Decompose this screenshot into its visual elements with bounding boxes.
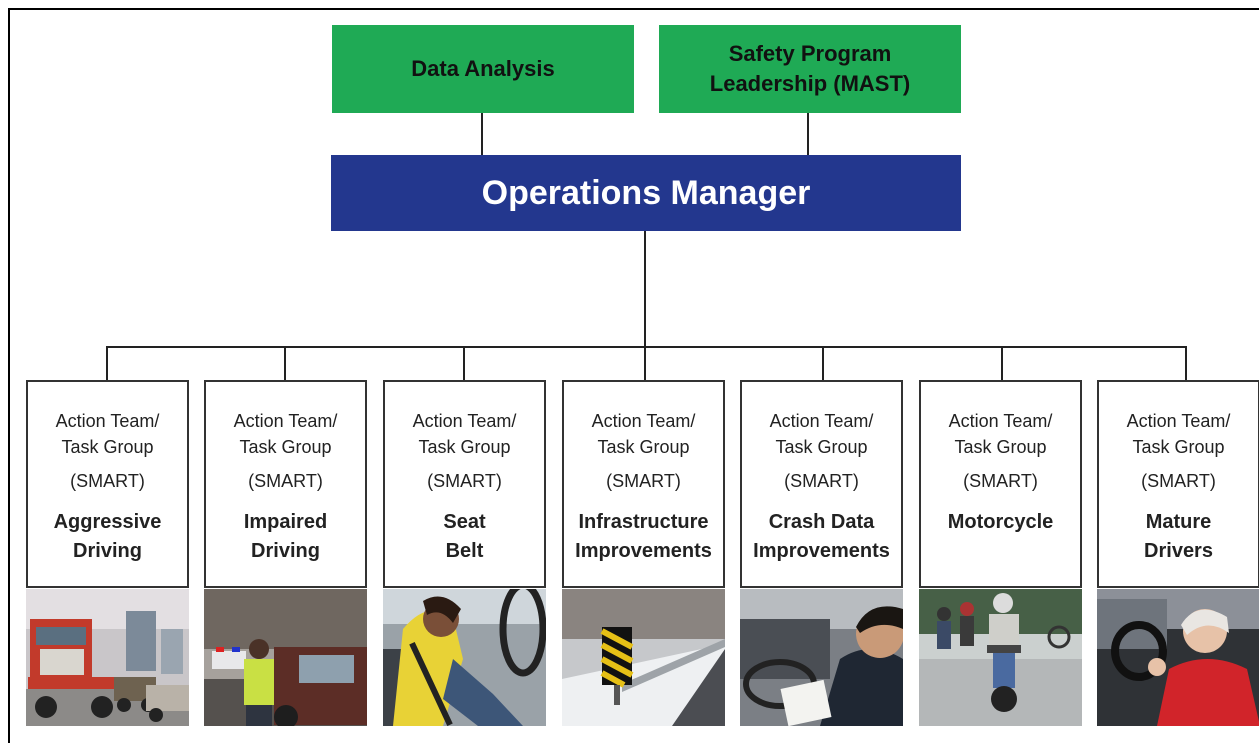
connector-drop bbox=[822, 346, 824, 380]
team-label-line1: Action Team/ bbox=[233, 411, 338, 431]
team-label-line1: Action Team/ bbox=[591, 411, 696, 431]
team-name-line2: Improvements bbox=[575, 540, 712, 562]
connector-bus bbox=[106, 346, 1187, 348]
connector-trunk bbox=[644, 231, 646, 347]
operations-manager-box: Operations Manager bbox=[331, 155, 961, 231]
photo-semi-truck bbox=[26, 589, 189, 726]
team-smart-label: (SMART) bbox=[784, 471, 859, 491]
photo-motorcycle-riders bbox=[919, 589, 1082, 726]
team-label-line1: Action Team/ bbox=[769, 411, 874, 431]
connector-safety-program bbox=[807, 113, 809, 155]
team-name-line1: Seat bbox=[443, 511, 486, 533]
team-smart-label: (SMART) bbox=[1141, 471, 1216, 491]
team-label-line2: Task Group bbox=[954, 437, 1047, 457]
team-name-line2: Drivers bbox=[1144, 540, 1213, 562]
team-name-line2: Belt bbox=[445, 540, 484, 562]
connector-drop bbox=[284, 346, 286, 380]
connector-data-analysis bbox=[481, 113, 483, 155]
connector-drop bbox=[1001, 346, 1003, 380]
team-name-line1: Mature bbox=[1145, 511, 1212, 533]
team-box-infrastructure-improvements: Action Team/Task Group (SMART) Infrastru… bbox=[562, 380, 725, 588]
team-label-line2: Task Group bbox=[61, 437, 154, 457]
team-label-line1: Action Team/ bbox=[948, 411, 1053, 431]
safety-program-box: Safety Program Leadership (MAST) bbox=[659, 25, 961, 113]
team-label-line1: Action Team/ bbox=[412, 411, 517, 431]
team-name-line1: Crash Data bbox=[768, 511, 875, 533]
team-label-line2: Task Group bbox=[418, 437, 511, 457]
team-name-line1: Motorcycle bbox=[947, 511, 1054, 533]
team-smart-label: (SMART) bbox=[606, 471, 681, 491]
team-box-motorcycle: Action Team/Task Group (SMART) Motorcycl… bbox=[919, 380, 1082, 588]
team-name-line1: Infrastructure bbox=[578, 511, 709, 533]
team-name-line2: Driving bbox=[73, 540, 142, 562]
photo-seat-belt bbox=[383, 589, 546, 726]
connector-drop bbox=[644, 346, 646, 380]
team-name-line2: Driving bbox=[251, 540, 320, 562]
data-analysis-label: Data Analysis bbox=[411, 56, 555, 81]
team-smart-label: (SMART) bbox=[963, 471, 1038, 491]
team-label-line2: Task Group bbox=[597, 437, 690, 457]
team-label-line2: Task Group bbox=[239, 437, 332, 457]
team-smart-label: (SMART) bbox=[427, 471, 502, 491]
operations-manager-label: Operations Manager bbox=[481, 173, 811, 212]
team-smart-label: (SMART) bbox=[248, 471, 323, 491]
safety-program-label-line1: Safety Program bbox=[728, 41, 892, 66]
team-box-aggressive-driving: Action Team/Task Group (SMART) Aggressiv… bbox=[26, 380, 189, 588]
team-label-line1: Action Team/ bbox=[1126, 411, 1231, 431]
team-smart-label: (SMART) bbox=[70, 471, 145, 491]
photo-officer-report bbox=[740, 589, 903, 726]
team-name-line2: Improvements bbox=[753, 540, 890, 562]
connector-drop bbox=[1185, 346, 1187, 380]
connector-drop bbox=[106, 346, 108, 380]
photo-elderly-driver bbox=[1097, 589, 1259, 726]
team-name-line1: Impaired bbox=[243, 511, 328, 533]
data-analysis-box: Data Analysis bbox=[332, 25, 634, 113]
team-name-line1: Aggressive bbox=[53, 511, 162, 533]
safety-program-label-line2: Leadership (MAST) bbox=[709, 71, 911, 96]
diagram-frame bbox=[8, 8, 1259, 743]
connector-drop bbox=[463, 346, 465, 380]
photo-police-stop bbox=[204, 589, 367, 726]
team-label-line2: Task Group bbox=[1132, 437, 1225, 457]
team-label-line2: Task Group bbox=[775, 437, 868, 457]
photo-guardrail-road bbox=[562, 589, 725, 726]
team-label-line1: Action Team/ bbox=[55, 411, 160, 431]
team-box-crash-data-improvements: Action Team/Task Group (SMART) Crash Dat… bbox=[740, 380, 903, 588]
